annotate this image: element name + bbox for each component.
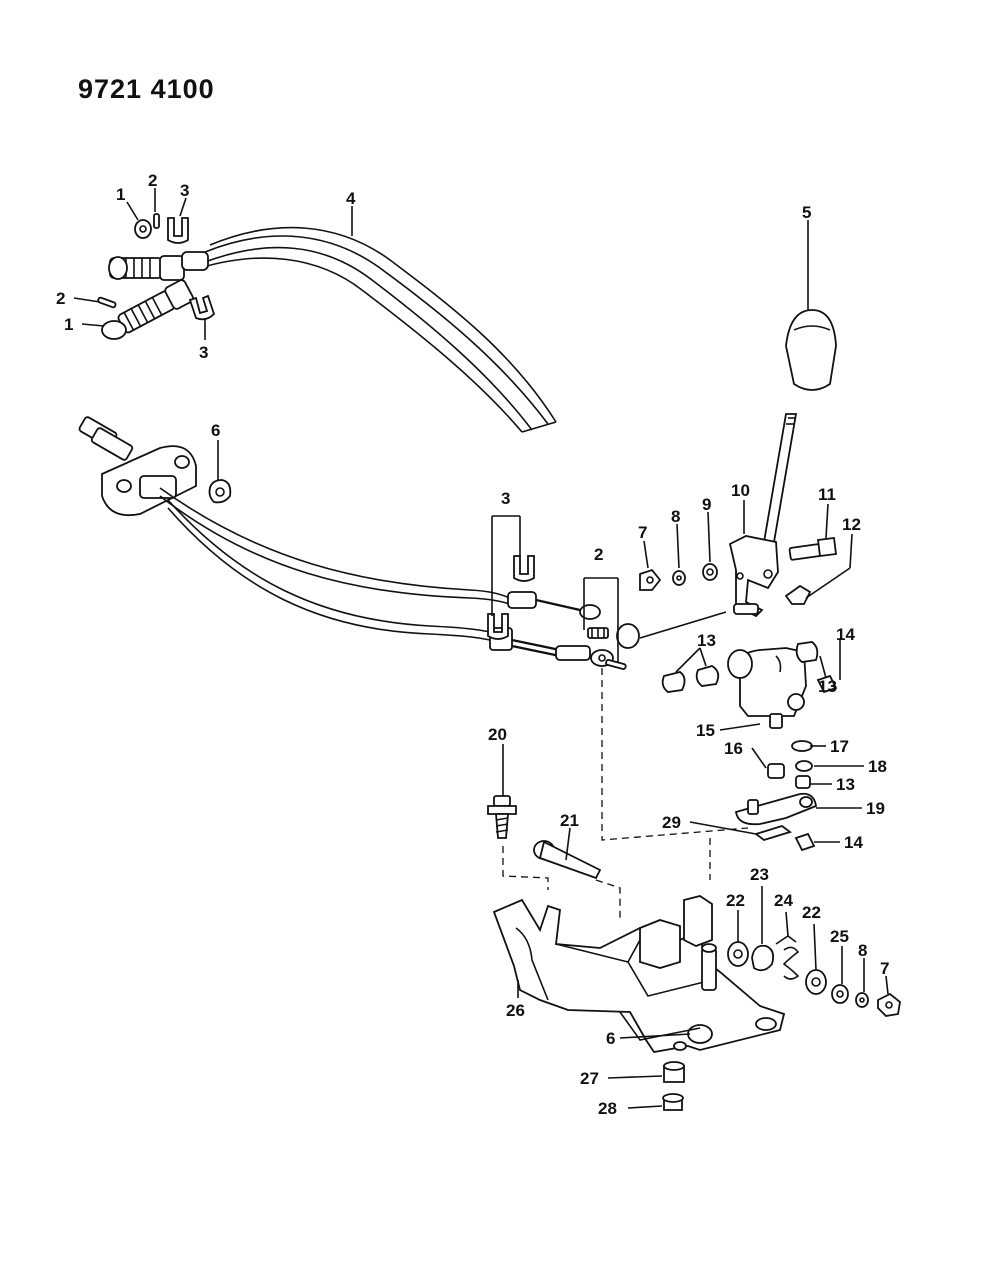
- callout-13: 13: [697, 631, 716, 650]
- bushing-part-16: [767, 763, 785, 779]
- callout-2: 2: [594, 545, 603, 564]
- callout-3: 3: [199, 343, 208, 362]
- base-plate-part-26: [492, 898, 786, 1053]
- callout-29: 29: [662, 813, 681, 832]
- bushing-part-1-lower: [101, 320, 127, 340]
- callout-8: 8: [671, 507, 680, 526]
- washer-part-25: [831, 984, 849, 1004]
- callout-3: 3: [180, 181, 189, 200]
- callout-8: 8: [858, 941, 867, 960]
- washer-part-1-upper: [134, 219, 152, 239]
- washer-part-17: [791, 740, 813, 752]
- clip-part-3-upper: [167, 217, 189, 244]
- callout-3: 3: [501, 489, 510, 508]
- bolt-part-11: [788, 543, 822, 561]
- bushing-part-23: [751, 944, 775, 972]
- callout-2: 2: [148, 171, 157, 190]
- callout-7: 7: [880, 959, 889, 978]
- callout-14: 14: [844, 833, 863, 852]
- leader-lines: [73, 188, 889, 1109]
- shifter-body: [661, 641, 838, 852]
- clip-part-12: [784, 584, 812, 605]
- shift-knob: [785, 309, 837, 391]
- lower-cable-assembly: [78, 416, 640, 670]
- clip-part-29: [754, 825, 792, 841]
- callout-18: 18: [868, 757, 887, 776]
- nut-part-7-lower: [877, 992, 901, 1017]
- callout-27: 27: [580, 1069, 599, 1088]
- bushing-part-6-upper: [208, 479, 232, 504]
- washer-part-22-right: [805, 969, 827, 995]
- pin-part-2-upper: [153, 213, 160, 229]
- spring-part-24: [775, 935, 800, 980]
- lever-bracket: [728, 535, 779, 618]
- callout-23: 23: [750, 865, 769, 884]
- callout-16: 16: [724, 739, 743, 758]
- callout-22: 22: [802, 903, 821, 922]
- callout-15: 15: [696, 721, 715, 740]
- callout-6: 6: [606, 1029, 615, 1048]
- callout-9: 9: [702, 495, 711, 514]
- callout-26: 26: [506, 1001, 525, 1020]
- bolt-part-20: [487, 795, 517, 839]
- callout-24: 24: [774, 891, 793, 910]
- pin-part-2-lower: [97, 296, 117, 309]
- callout-13: 13: [836, 775, 855, 794]
- cable-end-upper: [108, 251, 209, 281]
- washer-part-8-upper: [672, 570, 686, 586]
- shift-lever: [639, 309, 838, 618]
- upper-cable-assembly: [97, 213, 557, 433]
- lever-plate-part-19: [734, 792, 817, 826]
- callout-7: 7: [638, 523, 647, 542]
- callout-19: 19: [866, 799, 885, 818]
- callout-25: 25: [830, 927, 849, 946]
- callout-4: 4: [346, 189, 356, 208]
- callout-14: 14: [836, 625, 855, 644]
- callout-6: 6: [211, 421, 220, 440]
- callout-1: 1: [116, 185, 125, 204]
- nut-part-7-upper: [639, 568, 662, 591]
- callout-12: 12: [842, 515, 861, 534]
- base-bracket: [492, 895, 786, 1053]
- callout-5: 5: [802, 203, 811, 222]
- callout-22: 22: [726, 891, 745, 910]
- callout-17: 17: [830, 737, 849, 756]
- clip-part-3-lower: [188, 294, 216, 321]
- callout-28: 28: [598, 1099, 617, 1118]
- callout-11: 11: [818, 485, 836, 504]
- callout-2: 2: [56, 289, 65, 308]
- assembly-lines: [502, 668, 749, 920]
- washer-part-9: [702, 563, 718, 581]
- callout-13: 13: [818, 677, 837, 696]
- washer-part-8-lower: [855, 992, 869, 1008]
- callout-labels: 1 2 3 4 2 1 3 5 6 3 7 8 9 10 11 12 2 13 …: [56, 171, 889, 1118]
- washer-part-18: [795, 760, 813, 772]
- pin-part-21: [533, 840, 602, 880]
- callout-1: 1: [64, 315, 73, 334]
- callout-21: 21: [560, 811, 579, 830]
- callout-20: 20: [488, 725, 507, 744]
- cable-end-lower: [117, 279, 194, 334]
- callout-10: 10: [731, 481, 750, 500]
- washer-part-22-left: [727, 941, 749, 967]
- document-number: 9721 4100: [78, 74, 215, 104]
